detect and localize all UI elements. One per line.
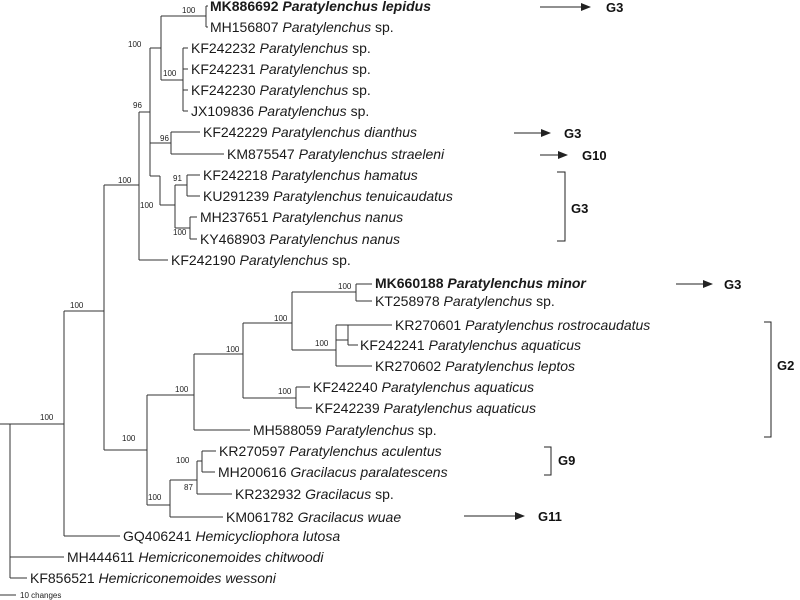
support-value: 91 [173, 174, 182, 183]
support-value: 100 [338, 282, 352, 291]
support-value: 100 [148, 493, 162, 502]
taxon-label: KF242232 Paratylenchus sp. [191, 40, 371, 56]
support-value: 100 [182, 6, 196, 15]
taxon-label: MH237651 Paratylenchus nanus [200, 209, 403, 225]
taxon-label: MK660188 Paratylenchus minor [375, 275, 587, 291]
support-value: 100 [140, 201, 154, 210]
support-value: 100 [128, 40, 142, 49]
support-value: 100 [315, 339, 329, 348]
taxon-label: KT258978 Paratylenchus sp. [375, 293, 555, 309]
tree-branches [0, 5, 392, 579]
group-annotations: G3 G3 G10 G3 G3 G2 G9 G11 [464, 0, 794, 524]
taxon-label: JX109836 Paratylenchus sp. [191, 103, 369, 119]
taxon-label: KR270601 Paratylenchus rostrocaudatus [395, 317, 650, 333]
scale-bar: 10 changes [0, 591, 61, 600]
group-label-g3: G3 [606, 0, 623, 15]
support-value: 96 [133, 101, 142, 110]
support-value: 100 [122, 434, 136, 443]
taxon-label: KF242239 Paratylenchus aquaticus [315, 400, 536, 416]
taxon-label: KU291239 Paratylenchus tenuicaudatus [203, 188, 453, 204]
group-label-g3: G3 [564, 126, 581, 141]
taxon-label: MH444611 Hemicriconemoides chitwoodi [67, 549, 324, 565]
support-values: 100 100 100 96 96 91 100 100 100 100 100… [40, 6, 352, 502]
group-label-g2: G2 [777, 358, 794, 373]
group-bracket [557, 171, 566, 242]
group-label-g10: G10 [582, 148, 607, 163]
taxon-label: KF856521 Hemicriconemoides wessoni [30, 570, 277, 586]
taxon-label: MH588059 Paratylenchus sp. [253, 422, 437, 438]
taxon-label: KF242241 Paratylenchus aquaticus [360, 337, 581, 353]
taxon-label: MH156807 Paratylenchus sp. [210, 19, 394, 35]
taxon-label: KR232932 Gracilacus sp. [235, 486, 394, 502]
scale-bar-label: 10 changes [20, 591, 61, 600]
taxon-label: KF242229 Paratylenchus dianthus [203, 124, 417, 140]
support-value: 100 [70, 301, 84, 310]
taxon-label: GQ406241 Hemicycliophora lutosa [123, 528, 340, 544]
taxon-labels: MK886692 Paratylenchus lepidus MH156807 … [30, 0, 650, 586]
group-bracket [544, 446, 552, 476]
support-value: 100 [163, 69, 177, 78]
group-label-g3: G3 [571, 201, 588, 216]
support-value: 87 [184, 483, 193, 492]
support-value: 100 [278, 387, 292, 396]
taxon-label: KF242231 Paratylenchus sp. [191, 61, 371, 77]
taxon-label: KR270597 Paratylenchus aculentus [219, 443, 442, 459]
support-value: 100 [118, 176, 132, 185]
taxon-label: KM875547 Paratylenchus straeleni [227, 146, 445, 162]
taxon-label: KF242240 Paratylenchus aquaticus [313, 379, 534, 395]
taxon-label: KF242230 Paratylenchus sp. [191, 82, 371, 98]
taxon-label: MH200616 Gracilacus paralatescens [218, 464, 448, 480]
support-value: 100 [175, 385, 189, 394]
group-label-g11: G11 [538, 509, 562, 524]
support-value: 100 [173, 228, 187, 237]
group-label-g3: G3 [724, 277, 741, 292]
support-value: 100 [40, 413, 54, 422]
taxon-label: KY468903 Paratylenchus nanus [200, 231, 400, 247]
taxon-label: KF242190 Paratylenchus sp. [171, 252, 351, 268]
taxon-label: KR270602 Paratylenchus leptos [375, 358, 575, 374]
group-bracket [764, 321, 772, 438]
taxon-label: MK886692 Paratylenchus lepidus [210, 0, 431, 14]
group-label-g9: G9 [558, 453, 575, 468]
support-value: 100 [274, 314, 288, 323]
support-value: 100 [176, 456, 190, 465]
support-value: 96 [160, 134, 169, 143]
support-value: 100 [226, 345, 240, 354]
taxon-label: KF242218 Paratylenchus hamatus [203, 167, 418, 183]
taxon-label: KM061782 Gracilacus wuae [226, 509, 401, 525]
